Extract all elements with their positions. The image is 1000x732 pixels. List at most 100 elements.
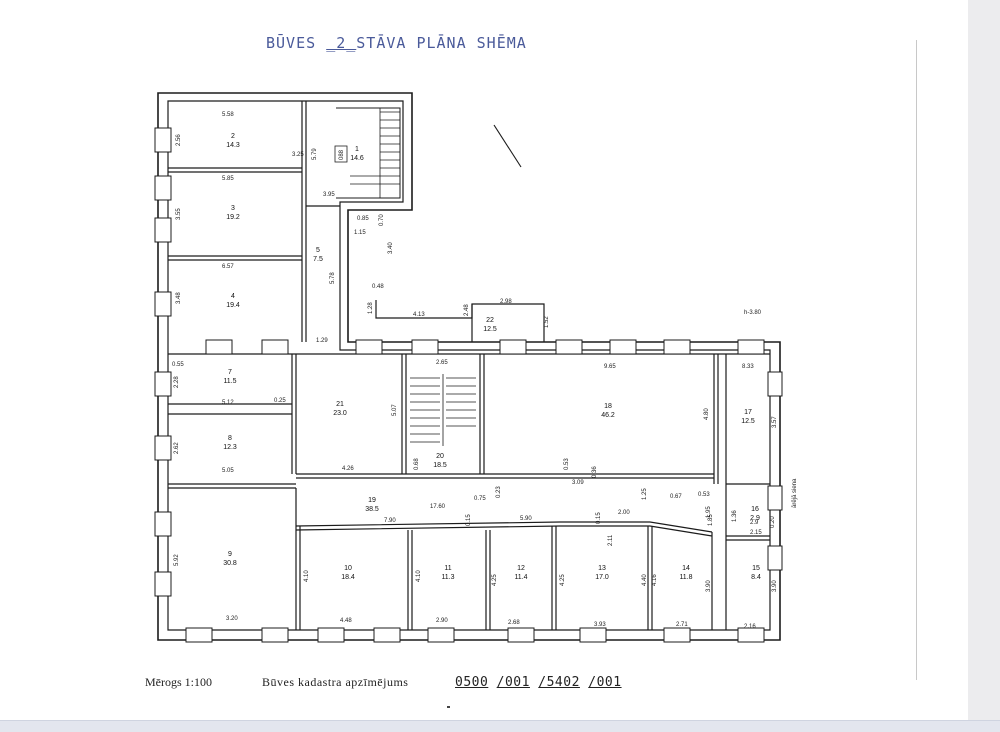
room-10-num: 10	[344, 565, 352, 572]
room-17-num: 17	[744, 409, 752, 416]
dim-label: 0.68	[414, 458, 420, 470]
room-labels: 1 14.6 2 14.3 3 19.2 4 19.4 5 7.5 7 11.5…	[223, 133, 761, 581]
dim-label: 0.85	[357, 216, 369, 222]
room-21-num: 21	[336, 401, 344, 408]
scan-edge-line	[916, 40, 917, 680]
room-17-area: 12.5	[741, 418, 755, 425]
dim-label: 3.57	[772, 416, 778, 428]
dim-label: 1.28	[368, 302, 374, 314]
room-3-area: 19.2	[226, 214, 240, 221]
dim-label: 0.36	[592, 466, 598, 478]
dim-label: 0.25	[274, 398, 286, 404]
title-suffix: STĀVA PLĀNA SHĒMA	[356, 34, 527, 52]
dim-label: 3.40	[388, 242, 394, 254]
dim-label: 2.65	[436, 360, 448, 366]
dim-label: 0.15	[466, 514, 472, 526]
stair-mark: 088	[339, 149, 345, 160]
height-note: h-3.80	[744, 310, 762, 316]
dim-label: 3.90	[706, 580, 712, 592]
dim-label: 4.80	[704, 408, 710, 420]
dim-label: 2.56	[176, 134, 182, 146]
room-20-num: 20	[436, 453, 444, 460]
room-10-area: 18.4	[341, 574, 355, 581]
dim-label: 2.16	[744, 624, 756, 630]
dim-label: 1.29	[316, 338, 328, 344]
north-arrow	[493, 124, 522, 168]
room-8-area: 12.3	[223, 444, 237, 451]
dim-label: 0.48	[372, 284, 384, 290]
dim-label: 1.95	[706, 506, 712, 518]
room-9-num: 9	[228, 551, 232, 558]
room-2-area: 14.3	[226, 142, 240, 149]
dim-label: 3.93	[594, 622, 606, 628]
dim-label: 2.28	[174, 376, 180, 388]
cadastre-label: Būves kadastra apzīmējums	[262, 675, 409, 689]
room-19-num: 19	[368, 497, 376, 504]
room-13-area: 17.0	[595, 574, 609, 581]
dim-label: 3.20	[226, 616, 238, 622]
room-19-area: 38.5	[365, 506, 379, 513]
dim-label: 4.25	[560, 574, 566, 586]
room-21-area: 23.0	[333, 410, 347, 417]
room-12-area: 11.4	[514, 574, 527, 581]
room-7-area: 11.5	[223, 378, 236, 385]
dim-label: 2.68	[508, 620, 520, 626]
dim-label: 5.78	[330, 272, 336, 284]
dim-label: 4.16	[652, 574, 658, 586]
dim-label: 0.53	[698, 492, 710, 498]
title-floor-number: _2_	[326, 34, 357, 52]
dim-label: 2.9	[750, 520, 759, 526]
cadastre-part: 0500	[455, 675, 489, 690]
dim-label: 0.75	[474, 496, 486, 502]
dim-label: 2.48	[464, 304, 470, 316]
dim-label: 2.62	[174, 442, 180, 454]
room-16-num: 16	[751, 506, 759, 513]
room-9-area: 30.8	[223, 560, 237, 567]
viewer-right-margin	[968, 0, 1000, 731]
dim-label: 5.05	[222, 468, 234, 474]
dim-label: 4.10	[416, 570, 422, 582]
room-11-num: 11	[444, 565, 451, 572]
room-8-num: 8	[228, 435, 232, 442]
floor-plan-drawing: 1 14.6 2 14.3 3 19.2 4 19.4 5 7.5 7 11.5…	[154, 92, 798, 643]
dim-label: 4.10	[304, 570, 310, 582]
dim-label: 17.60	[430, 504, 446, 510]
dim-label: 1.85	[708, 514, 714, 526]
room-3-num: 3	[231, 205, 235, 212]
dim-label: 4.48	[340, 618, 352, 624]
dim-label: 0.20	[770, 516, 776, 528]
room-18-num: 18	[604, 403, 612, 410]
plan-title: BŪVES _2_STĀVA PLĀNA SHĒMA	[266, 34, 527, 52]
dim-label: 2.00	[618, 510, 630, 516]
dim-label: 2.90	[436, 618, 448, 624]
dim-label: 5.85	[222, 176, 234, 182]
dim-label: 2.71	[676, 622, 688, 628]
dim-label: 4.40	[642, 574, 648, 586]
cadastre-number: 0500 /001 /5402 /001	[455, 675, 622, 690]
dim-label: 3.95	[323, 192, 335, 198]
stair-mark-box	[334, 145, 348, 163]
dim-label: 2.11	[608, 534, 614, 546]
room-16-area: 2.9	[750, 515, 760, 522]
dim-label: 5.58	[222, 112, 234, 118]
title-prefix: BŪVES	[266, 34, 327, 52]
room-5-area: 7.5	[313, 256, 323, 263]
dim-label: 5.79	[312, 148, 318, 160]
room-22-area: 12.5	[483, 326, 497, 333]
dim-label: 0.15	[596, 512, 602, 524]
room-12-num: 12	[517, 565, 525, 572]
dim-label: 3.25	[292, 152, 304, 158]
dim-label: 2.15	[750, 530, 762, 536]
dim-label: 9.65	[604, 364, 616, 370]
room-2-num: 2	[231, 133, 235, 140]
dim-label: 3.90	[772, 580, 778, 592]
dim-label: 4.26	[342, 466, 354, 472]
room-14-num: 14	[682, 565, 690, 572]
walls	[157, 92, 781, 641]
dim-label: 5.07	[392, 404, 398, 416]
dim-label: 3.09	[572, 480, 584, 486]
dim-label: 0.23	[496, 486, 502, 498]
dim-label: 3.48	[176, 292, 182, 304]
scale-label: Mērogs 1:100	[145, 675, 212, 689]
windows	[154, 127, 783, 643]
